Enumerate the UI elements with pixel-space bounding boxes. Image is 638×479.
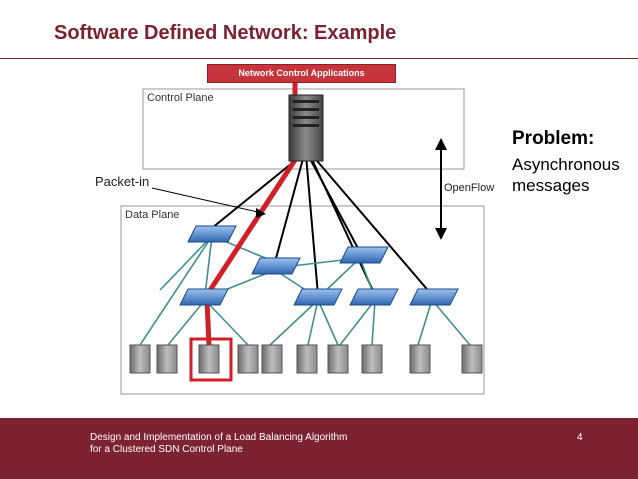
problem-heading: Problem: [512,128,595,149]
packet-in-arrowhead [256,208,266,218]
data-plane-label: Data Plane [125,209,180,221]
data-plane-box [120,205,485,395]
openflow-label: OpenFlow [444,182,495,194]
sdn-diagram [120,78,485,395]
controller-links [211,154,433,296]
slide-title: Software Defined Network: Example [54,22,397,44]
openflow-arrowhead-top [435,138,447,150]
switch-icon [179,288,229,306]
switch-icon [187,225,237,243]
host-server-icon [461,344,483,374]
host-server-icon [129,344,151,374]
host-server-icon [409,344,431,374]
controller-server-icon [288,94,324,162]
switch-icon [339,246,389,264]
packet-in-label: Packet-in [95,174,150,189]
switch-icon [293,288,343,306]
switch-icon [349,288,399,306]
footer-bar [0,418,638,479]
title-divider [0,58,638,59]
openflow-arrowhead-bottom [435,228,447,240]
highlighted-host-box [189,337,233,382]
footer-text: Design and Implementation of a Load Bala… [90,432,348,455]
host-server-icon [327,344,349,374]
page-number: 4 [577,432,583,443]
control-plane-label: Control Plane [147,92,214,104]
host-server-icon [261,344,283,374]
packet-in-arrow [151,187,263,214]
host-server-icon [237,344,259,374]
network-control-applications-banner: Network Control Applications [207,64,396,83]
problem-text: Asynchronous messages [512,155,620,195]
host-server-icon [198,344,220,374]
control-plane-box [142,88,465,170]
host-server-icon [361,344,383,374]
host-server-icon [156,344,178,374]
host-server-icon [296,344,318,374]
switch-icon [251,257,301,275]
switch-icon [409,288,459,306]
